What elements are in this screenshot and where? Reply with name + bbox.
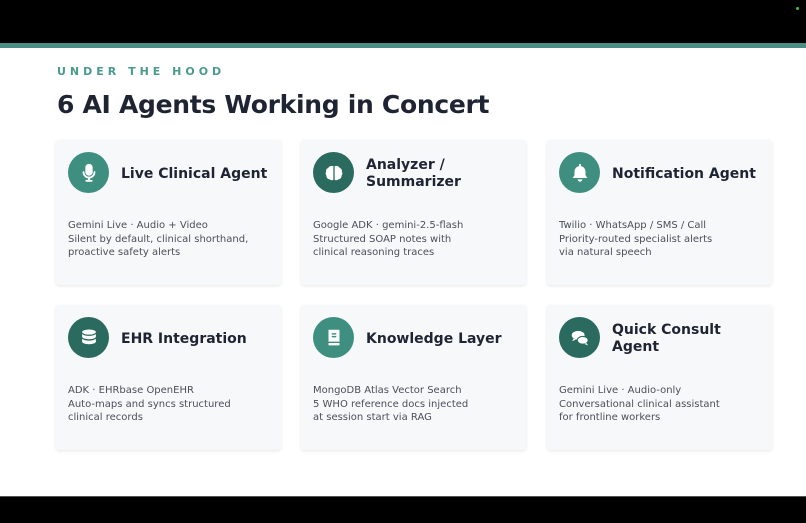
card-desc-line: Gemini Live · Audio + Video <box>68 220 208 231</box>
card-desc-line: Gemini Live · Audio-only <box>559 385 682 396</box>
card-title: Notification Agent <box>612 165 756 182</box>
brain-icon <box>313 152 354 193</box>
chat-bubbles-icon <box>559 317 600 358</box>
card-desc-line: clinical records <box>68 412 143 423</box>
card-desc-line: Priority-routed specialist alerts <box>559 233 713 245</box>
slide-title: 6 AI Agents Working in Concert <box>57 90 490 119</box>
agent-card-knowledge-layer: Knowledge Layer MongoDB Atlas Vector Sea… <box>301 305 526 450</box>
card-desc-line: Twilio · WhatsApp / SMS / Call <box>559 220 707 231</box>
card-desc-line: clinical reasoning traces <box>313 247 435 258</box>
bell-icon <box>559 152 600 193</box>
card-title: Analyzer / Summarizer <box>366 154 518 194</box>
book-icon <box>313 317 354 358</box>
card-title-line: Analyzer / <box>366 157 445 173</box>
card-title-line: Summarizer <box>366 174 461 190</box>
status-indicator-dot <box>796 7 799 10</box>
card-title: Quick Consult Agent <box>612 322 721 355</box>
card-desc-line: for frontline workers <box>559 412 661 423</box>
card-description: MongoDB Atlas Vector Search 5 WHO refere… <box>313 384 518 425</box>
card-desc-line: at session start via RAG <box>313 412 432 423</box>
card-desc-line: MongoDB Atlas Vector Search <box>313 385 462 396</box>
card-desc-line: Auto-maps and syncs structured <box>68 398 231 410</box>
top-black-bar <box>0 0 806 43</box>
bottom-black-bar <box>0 496 806 523</box>
agent-card-live-clinical: Live Clinical Agent Gemini Live · Audio … <box>56 140 281 285</box>
agent-card-analyzer: Analyzer / Summarizer Google ADK · gemin… <box>301 140 526 285</box>
card-desc-line: ADK · EHRbase OpenEHR <box>68 385 194 396</box>
card-desc-line: Google ADK · gemini-2.5-flash <box>313 220 464 231</box>
accent-stripe <box>0 43 806 48</box>
card-desc-line: Structured SOAP notes with <box>313 233 452 245</box>
agent-card-quick-consult: Quick Consult Agent Gemini Live · Audio-… <box>547 305 772 450</box>
database-icon <box>68 317 109 358</box>
card-desc-line: proactive safety alerts <box>68 247 181 258</box>
slide: UNDER THE HOOD 6 AI Agents Working in Co… <box>0 48 806 496</box>
card-description: Twilio · WhatsApp / SMS / Call Priority-… <box>559 219 764 260</box>
agents-grid: Live Clinical Agent Gemini Live · Audio … <box>56 140 773 450</box>
card-title: Knowledge Layer <box>366 330 502 347</box>
card-description: Google ADK · gemini-2.5-flash Structured… <box>313 219 518 260</box>
card-description: Gemini Live · Audio-only Conversational … <box>559 384 764 425</box>
card-desc-line: Silent by default, clinical shorthand, <box>68 233 249 245</box>
card-title: Live Clinical Agent <box>121 165 268 182</box>
card-desc-line: Conversational clinical assistant <box>559 398 720 410</box>
eyebrow-label: UNDER THE HOOD <box>57 65 226 78</box>
agent-card-ehr-integration: EHR Integration ADK · EHRbase OpenEHR Au… <box>56 305 281 450</box>
microphone-icon <box>68 152 109 193</box>
card-desc-line: 5 WHO reference docs injected <box>313 398 469 410</box>
card-desc-line: via natural speech <box>559 247 652 258</box>
card-description: ADK · EHRbase OpenEHR Auto-maps and sync… <box>68 384 273 425</box>
card-description: Gemini Live · Audio + Video Silent by de… <box>68 219 273 260</box>
card-title: EHR Integration <box>121 330 247 347</box>
agent-card-notification: Notification Agent Twilio · WhatsApp / S… <box>547 140 772 285</box>
